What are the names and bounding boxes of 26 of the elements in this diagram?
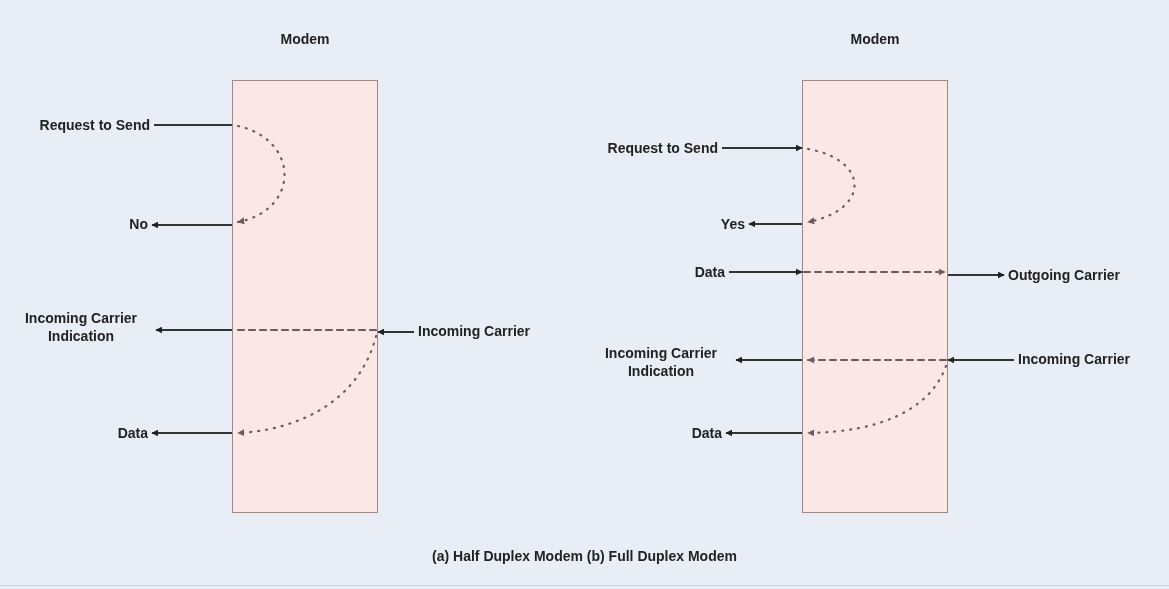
arrow (721, 144, 803, 152)
arrow (377, 328, 415, 336)
arrow (151, 221, 233, 229)
signal-label: Data (687, 424, 726, 443)
modem-heading: Modem (279, 31, 331, 47)
signal-label: Incoming Carrier Indication (586, 344, 736, 381)
signal-label: Yes (716, 215, 749, 234)
signal-label: Outgoing Carrier (1004, 266, 1124, 285)
arrow (728, 268, 803, 276)
arrow (947, 356, 1015, 364)
arrow (947, 271, 1005, 279)
arrow (725, 429, 803, 437)
signal-label: Incoming Carrier (1014, 350, 1135, 369)
arrow (155, 326, 233, 334)
figure-caption: (a) Half Duplex Modem (b) Full Duplex Modem (431, 548, 738, 564)
signal-label: Data (113, 424, 152, 443)
signal-label: No (125, 215, 152, 234)
signal-label: Incoming Carrier (414, 322, 535, 341)
signal-label: Incoming Carrier Indication (6, 309, 156, 346)
signal-label: Request to Send (35, 116, 154, 135)
arrow (151, 429, 233, 437)
arrow (735, 356, 803, 364)
modem-heading: Modem (849, 31, 901, 47)
arrow (748, 220, 803, 228)
signal-label: Request to Send (603, 139, 722, 158)
signal-label: Data (690, 263, 729, 282)
